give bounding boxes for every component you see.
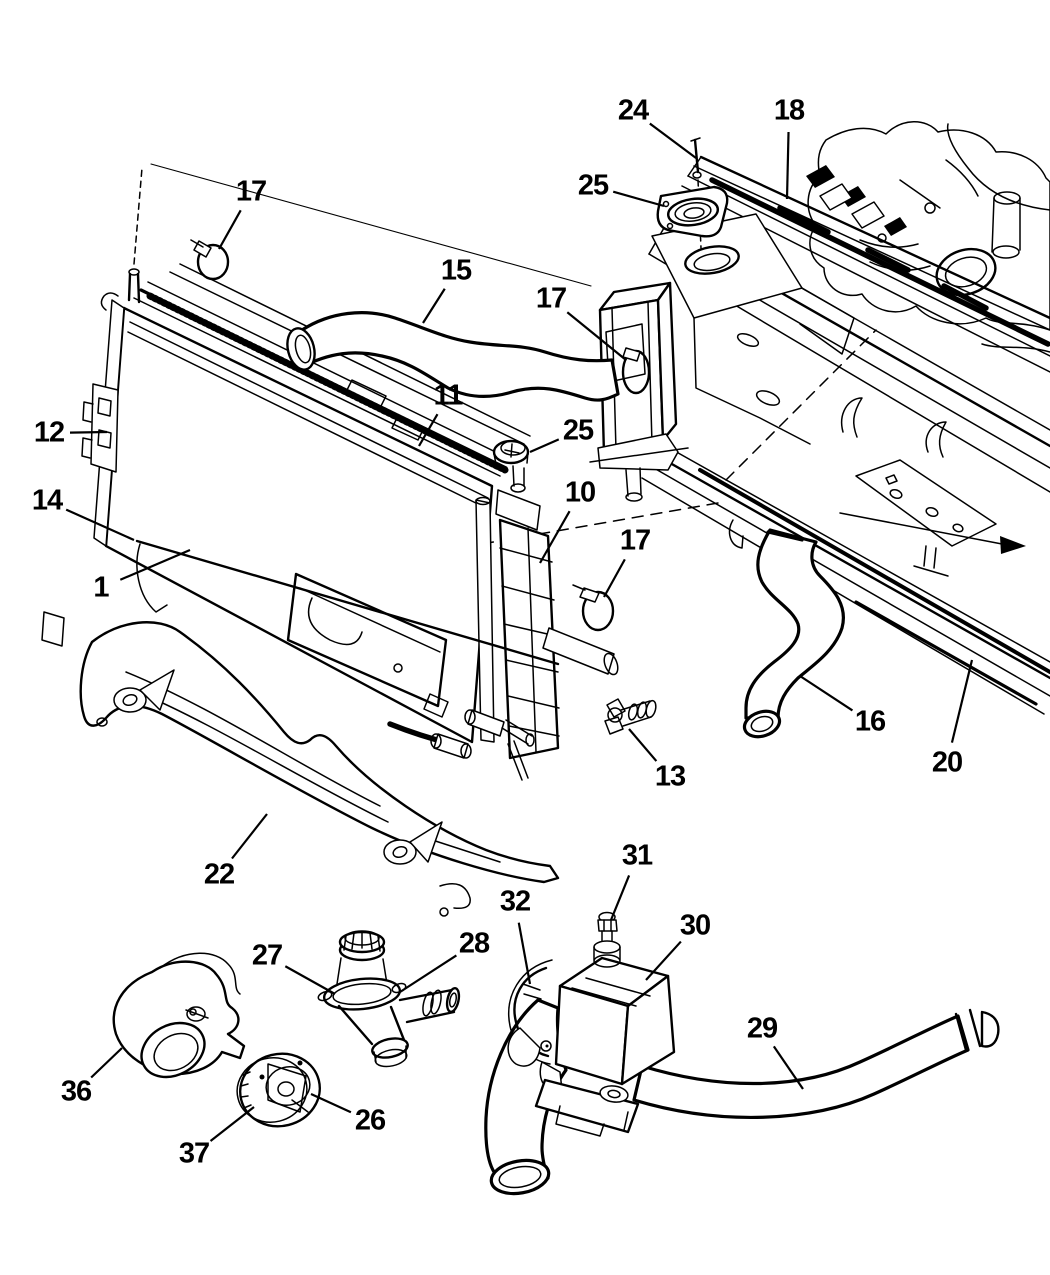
callout-label-24-0: 24 bbox=[617, 94, 649, 127]
callout-label-30-19: 30 bbox=[679, 909, 711, 942]
cap-pin-and-gasket bbox=[656, 137, 729, 249]
callout-leader-25-2 bbox=[612, 190, 665, 208]
callout-label-17-3: 17 bbox=[235, 175, 267, 208]
callout-label-27-21: 27 bbox=[251, 939, 283, 972]
callout-leader-26-24 bbox=[310, 1092, 352, 1114]
callout-leader-20-14 bbox=[950, 659, 974, 743]
callout-label-29-22: 29 bbox=[746, 1012, 778, 1045]
callout-leader-16-13 bbox=[799, 675, 854, 712]
callout-leader-12-7 bbox=[69, 430, 108, 434]
callout-leader-28-20 bbox=[399, 954, 457, 993]
callout-label-10-9: 10 bbox=[564, 476, 596, 509]
callout-label-20-14: 20 bbox=[931, 746, 963, 779]
callout-leader-1-12 bbox=[119, 548, 191, 581]
callout-label-17-5: 17 bbox=[535, 282, 567, 315]
callout-leader-18-1 bbox=[785, 131, 790, 200]
callout-leader-29-22 bbox=[772, 1045, 804, 1090]
callout-leader-37-25 bbox=[209, 1106, 255, 1142]
callout-label-37-25: 37 bbox=[178, 1137, 210, 1170]
cowl-panel bbox=[681, 155, 1050, 373]
elbow-hose-32 bbox=[484, 983, 568, 1196]
water-inlet-housing bbox=[507, 956, 676, 1137]
callout-leader-25-8 bbox=[529, 438, 560, 454]
callout-leader-30-19 bbox=[645, 940, 682, 981]
callout-label-32-18: 32 bbox=[499, 885, 531, 918]
radiator bbox=[41, 167, 560, 781]
drain-cock bbox=[604, 698, 657, 735]
callout-label-11-6: 11 bbox=[433, 379, 464, 412]
callout-leader-14-10 bbox=[65, 508, 135, 542]
callout-leader-15-4 bbox=[422, 288, 446, 324]
water-outlet-elbow bbox=[112, 952, 246, 1079]
engine-assembly bbox=[807, 121, 1050, 353]
shield-clip-right bbox=[383, 821, 443, 865]
callout-label-1-12: 1 bbox=[93, 571, 109, 604]
callout-label-31-17: 31 bbox=[621, 839, 653, 872]
callout-leader-13-15 bbox=[628, 728, 658, 762]
callout-label-16-13: 16 bbox=[854, 705, 886, 738]
callout-label-25-2: 25 bbox=[577, 169, 609, 202]
callout-leader-31-17 bbox=[609, 875, 631, 921]
callout-leader-32-18 bbox=[517, 922, 532, 985]
bleed-valve bbox=[593, 911, 621, 968]
callout-label-18-1: 18 bbox=[773, 94, 805, 127]
shield-clip-left bbox=[113, 669, 175, 713]
callout-label-12-7: 12 bbox=[33, 416, 65, 449]
callout-leader-lines bbox=[65, 122, 974, 1142]
callout-leader-11-6 bbox=[418, 413, 439, 447]
lower-radiator-hose bbox=[742, 528, 845, 739]
callout-label-22-16: 22 bbox=[203, 858, 235, 891]
thermostat bbox=[236, 1052, 321, 1128]
callout-leader-27-21 bbox=[284, 965, 336, 995]
callout-leader-10-9 bbox=[539, 510, 571, 564]
callout-leader-24-0 bbox=[649, 122, 697, 159]
callout-label-17-11: 17 bbox=[619, 524, 651, 557]
callout-label-14-10: 14 bbox=[31, 484, 63, 517]
air-shield bbox=[79, 621, 560, 917]
coolant-reservoir bbox=[589, 281, 689, 502]
hose-clamp-17-reservoir bbox=[621, 347, 651, 395]
callout-leader-17-11 bbox=[603, 558, 626, 598]
callout-leader-17-5 bbox=[566, 311, 627, 361]
upper-support-panel bbox=[648, 213, 1050, 493]
callout-leader-36-23 bbox=[90, 1047, 123, 1079]
lower-crossmember bbox=[638, 397, 1050, 715]
hose-clamp-17-upper bbox=[190, 239, 230, 281]
long-hose-29 bbox=[632, 1008, 1000, 1120]
callout-label-28-20: 28 bbox=[458, 927, 490, 960]
upper-radiator-hose bbox=[190, 239, 651, 402]
callout-label-13-15: 13 bbox=[654, 760, 686, 793]
callout-label-36-23: 36 bbox=[60, 1075, 92, 1108]
callout-leader-22-16 bbox=[231, 813, 268, 860]
callout-label-26-24: 26 bbox=[354, 1104, 386, 1137]
callout-label-25-8: 25 bbox=[562, 414, 594, 447]
callout-leader-17-3 bbox=[218, 209, 242, 250]
radiator-outlet-and-clamp bbox=[542, 584, 619, 676]
thermostat-housing bbox=[317, 930, 461, 1068]
callout-label-15-4: 15 bbox=[440, 254, 472, 287]
